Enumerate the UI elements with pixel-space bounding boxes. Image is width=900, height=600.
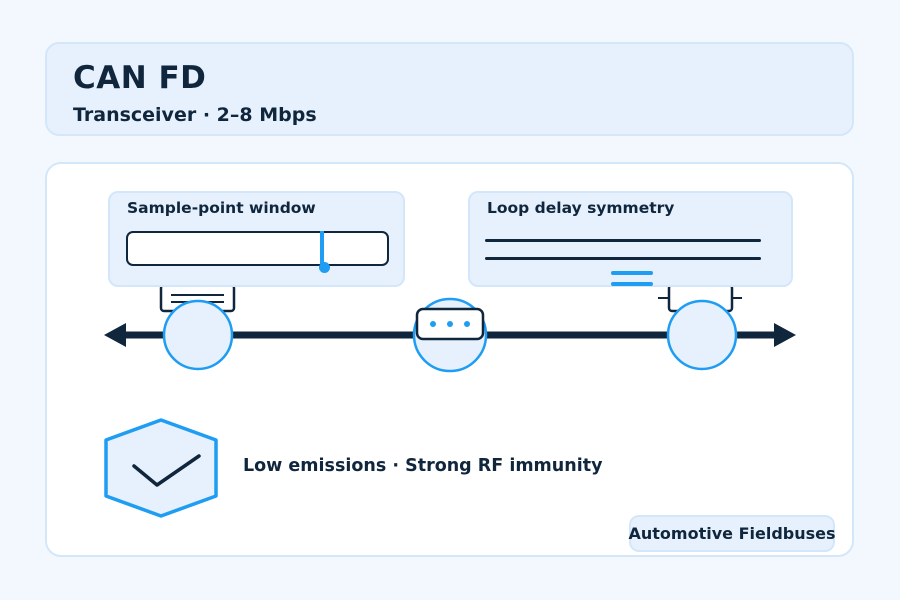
- category-badge: Automotive Fieldbuses: [629, 515, 836, 552]
- bus-arrow-left-icon: [104, 323, 126, 347]
- sample-point-window: [126, 231, 389, 273]
- transceiver-chip-icon: [415, 307, 485, 341]
- node-right: [666, 299, 738, 371]
- loop-delay-panel: Loop delay symmetry: [468, 191, 793, 287]
- header-card: CAN FD Transceiver · 2–8 Mbps: [45, 42, 854, 136]
- symmetry-equal-icon-bar: [611, 282, 653, 286]
- sample-point-dot: [318, 262, 330, 273]
- sample-point-label: Sample-point window: [127, 199, 316, 217]
- feature-text: Low emissions · Strong RF immunity: [243, 456, 603, 476]
- delay-line-top: [485, 239, 761, 242]
- page-title: CAN FD: [73, 60, 207, 96]
- sample-point-panel: Sample-point window: [108, 191, 405, 287]
- node-left: [162, 299, 234, 371]
- shield-check-icon: [104, 418, 218, 518]
- bus-arrow-right-icon: [774, 323, 796, 347]
- symmetry-equal-icon: [611, 271, 653, 275]
- loop-delay-label: Loop delay symmetry: [487, 199, 675, 217]
- delay-line-bottom: [485, 257, 761, 260]
- page-subtitle: Transceiver · 2–8 Mbps: [73, 104, 317, 126]
- sample-point-marker: [320, 231, 324, 264]
